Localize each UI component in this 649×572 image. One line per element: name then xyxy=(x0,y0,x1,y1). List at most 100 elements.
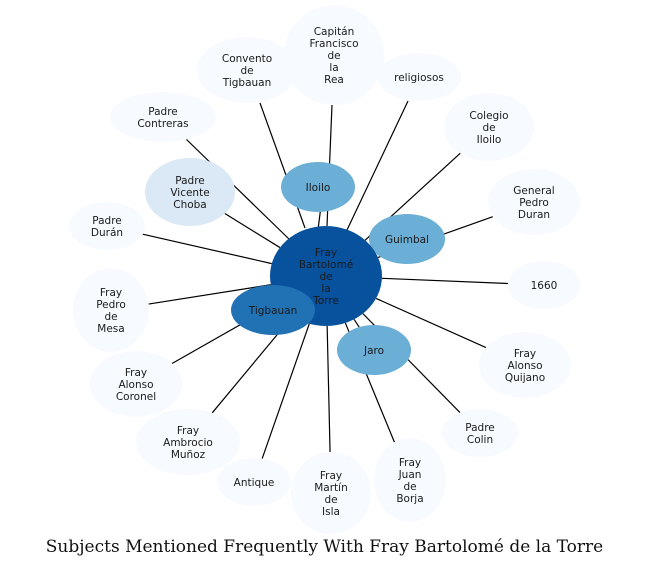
node-iloilo: Iloilo xyxy=(281,162,355,212)
node-general-label-line-1: Pedro xyxy=(519,197,549,209)
node-isla-shape xyxy=(291,452,371,534)
node-capitan-shape xyxy=(284,5,384,105)
node-colegio-label-line-2: Iloilo xyxy=(477,134,502,146)
node-mesa-label-line-0: Fray xyxy=(100,287,122,299)
node-general-shape xyxy=(488,169,580,235)
node-quijano-shape xyxy=(479,332,571,398)
node-religiosos-label-line-0: religiosos xyxy=(394,72,444,84)
node-choba-label-line-2: Choba xyxy=(173,199,207,211)
node-borja-label-line-1: Juan xyxy=(398,469,422,481)
node-coronel-shape xyxy=(90,351,182,417)
node-tigbauan: Tigbauan xyxy=(231,285,315,335)
node-isla-label-line-0: Fray xyxy=(320,470,342,482)
node-contreras-shape xyxy=(110,92,216,142)
node-contreras-label-line-1: Contreras xyxy=(137,118,188,130)
node-borja-label-line-2: de xyxy=(403,481,416,493)
node-colegio-shape xyxy=(444,93,534,161)
node-capitan-label-line-4: Rea xyxy=(324,74,344,86)
node-quijano-label-line-0: Fray xyxy=(514,348,536,360)
node-center-label-line-1: Bartolomé xyxy=(299,259,354,271)
node-religiosos-shape xyxy=(377,53,461,101)
node-guimbal-shape xyxy=(369,214,445,264)
node-contreras-label-line-0: Padre xyxy=(148,106,178,118)
node-mesa-label-line-1: Pedro xyxy=(96,299,126,311)
edge-center-n1660 xyxy=(381,277,509,285)
node-isla-label-line-3: Isla xyxy=(322,506,340,518)
node-tigbauan-shape xyxy=(231,285,315,335)
node-convento-label-line-1: de xyxy=(240,65,253,77)
node-guimbal: Guimbal xyxy=(369,214,445,264)
node-ambrocio-label-line-2: Muñoz xyxy=(171,449,206,461)
node-duran-label-line-0: Padre xyxy=(92,215,122,227)
edge-center-jaro xyxy=(353,318,360,328)
node-convento-label-line-2: Tigbauan xyxy=(222,77,272,89)
node-convento-shape xyxy=(197,37,297,103)
node-ambrocio-shape xyxy=(136,409,240,475)
node-center-label-line-4: Torre xyxy=(312,295,339,307)
node-borja-label-line-3: Borja xyxy=(396,493,423,505)
node-iloilo-label-line-0: Iloilo xyxy=(306,182,331,194)
edge-center-contreras xyxy=(185,138,291,241)
node-coronel-label-line-2: Coronel xyxy=(116,391,156,403)
node-capitan-label-line-0: Capitán xyxy=(314,26,355,38)
edge-center-religiosos xyxy=(346,100,409,231)
nodes-layer: CapitánFranciscodelaReaConventodeTigbaua… xyxy=(69,5,580,534)
node-coronel-label-line-1: Alonso xyxy=(118,379,153,391)
node-mesa-label-line-3: Mesa xyxy=(97,323,124,335)
node-capitan-label-line-3: la xyxy=(329,62,338,74)
node-colegio-label-line-1: de xyxy=(482,122,495,134)
node-n1660: 1660 xyxy=(508,261,580,309)
node-ambrocio-label-line-0: Fray xyxy=(177,425,199,437)
node-center-label-line-0: Fray xyxy=(315,247,337,259)
node-borja-label-line-0: Fray xyxy=(399,457,421,469)
node-quijano-label-line-2: Quijano xyxy=(505,372,545,384)
edge-center-mesa xyxy=(148,284,271,305)
edge-center-choba xyxy=(224,213,281,249)
node-quijano-label-line-1: Alonso xyxy=(507,360,542,372)
node-tigbauan-label-line-0: Tigbauan xyxy=(248,305,298,317)
node-center-label-line-2: de xyxy=(319,271,332,283)
edge-center-isla xyxy=(326,325,331,453)
node-iloilo-shape xyxy=(281,162,355,212)
node-general-label-line-2: Duran xyxy=(518,209,550,221)
diagram-caption: Subjects Mentioned Frequently With Fray … xyxy=(45,537,604,557)
node-colin-label-line-0: Padre xyxy=(465,422,495,434)
node-antique-label-line-0: Antique xyxy=(234,477,275,489)
node-jaro-shape xyxy=(337,325,411,375)
edge-center-antique xyxy=(261,323,310,459)
node-colin-label-line-1: Colin xyxy=(467,434,493,446)
node-jaro-label-line-0: Jaro xyxy=(363,345,384,357)
node-antique-shape xyxy=(217,458,291,506)
node-n1660-shape xyxy=(508,261,580,309)
edge-center-quijano xyxy=(375,297,487,349)
node-antique: Antique xyxy=(217,458,291,506)
node-isla-label-line-2: de xyxy=(324,494,337,506)
node-religiosos: religiosos xyxy=(377,53,461,101)
node-convento-label-line-0: Convento xyxy=(222,53,272,65)
node-choba-shape xyxy=(145,158,235,226)
node-mesa-label-line-2: de xyxy=(104,311,117,323)
node-capitan-label-line-1: Francisco xyxy=(309,38,358,50)
node-borja-shape xyxy=(374,438,446,522)
node-isla-label-line-1: Martín xyxy=(314,482,348,494)
node-mesa-shape xyxy=(73,268,149,352)
node-choba-label-line-1: Vicente xyxy=(170,187,209,199)
node-general-label-line-0: General xyxy=(513,185,554,197)
node-colegio-label-line-0: Colegio xyxy=(469,110,508,122)
node-choba-label-line-0: Padre xyxy=(175,175,205,187)
node-capitan-label-line-2: de xyxy=(327,50,340,62)
